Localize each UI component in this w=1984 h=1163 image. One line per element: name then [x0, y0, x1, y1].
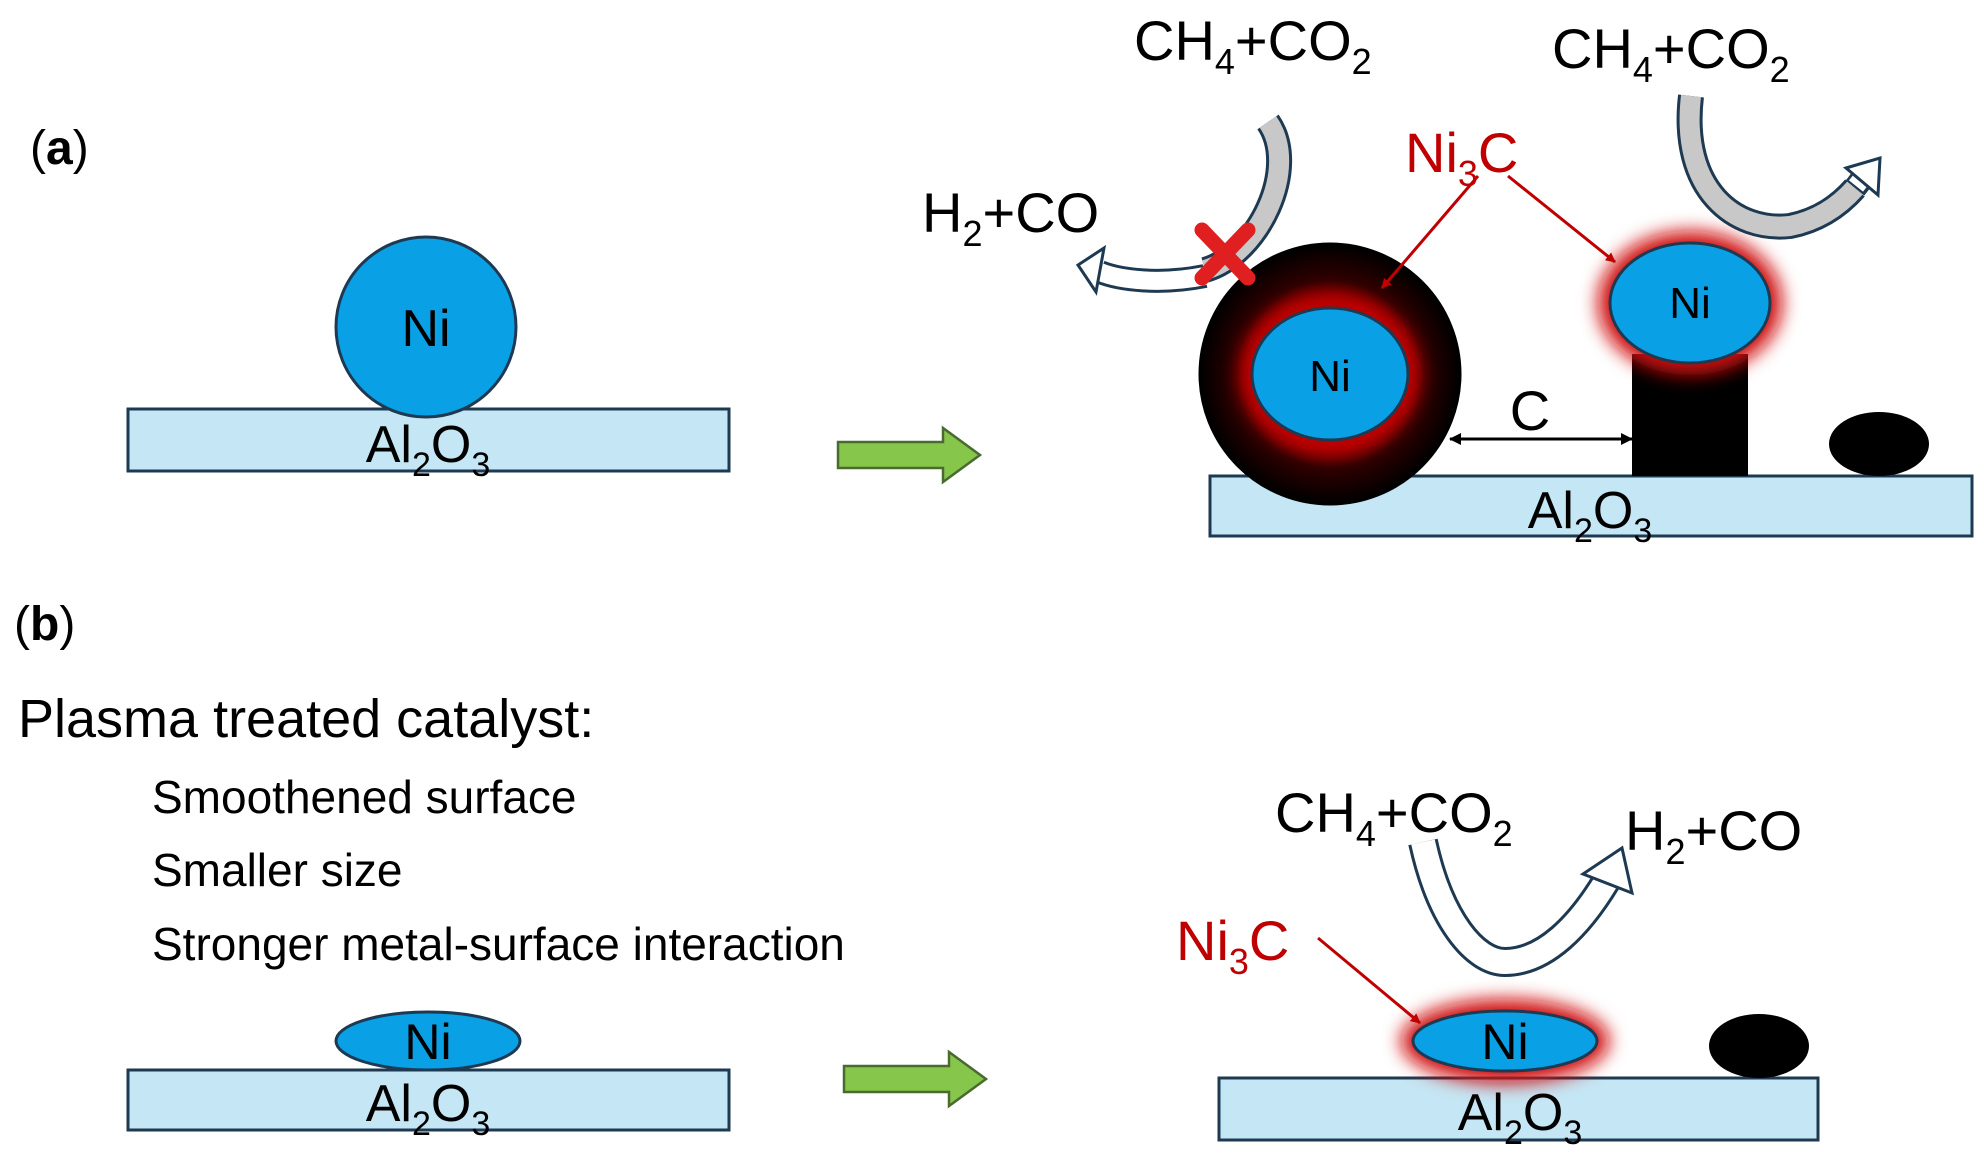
- carbon-pillar-label: C: [1670, 389, 1710, 452]
- ni-core-encapsulated: [1250, 306, 1410, 442]
- plasma-heading: Plasma treated catalyst:: [18, 689, 594, 749]
- carbon-deposit-label-b: C: [1740, 1020, 1778, 1078]
- reaction-arrow-right-head: [1842, 155, 1882, 199]
- reactant-label-b: CH4+CO2: [1275, 781, 1513, 854]
- alumina-support-b-before: [126, 1068, 731, 1132]
- carbon-deposit-b: [1709, 1014, 1809, 1078]
- reaction-arrow-b-head: [1579, 845, 1635, 896]
- ni-label-lifted: Ni: [1669, 279, 1711, 328]
- product-label-b: H2+CO: [1625, 799, 1802, 872]
- ni-label-b-before: Ni: [404, 1014, 451, 1070]
- panel-b-label: (b): [14, 598, 75, 651]
- ni-label-a-before: Ni: [401, 300, 450, 358]
- blocked-x-marker: [1194, 222, 1256, 286]
- ni-particle-b-before: [334, 1010, 522, 1072]
- feature-item-1: Smoothened surface: [152, 771, 577, 823]
- support-label-b-before: Al2O3: [366, 1075, 491, 1143]
- carbide-pointer-encapsulated: [1380, 175, 1480, 289]
- ni-particle-b-after: [1411, 1009, 1599, 1073]
- product-label-a: H2+CO: [922, 181, 1099, 254]
- process-arrow-a: [836, 425, 983, 485]
- ni-particle-a-before: [334, 235, 518, 419]
- reaction-arrow-right: [1679, 94, 1863, 237]
- carbon-deposit-label-a: C: [1860, 418, 1898, 476]
- carbide-pointer-lifted: [1507, 174, 1616, 264]
- reaction-arrow-b: [1411, 839, 1618, 975]
- carbide-pointer-b: [1317, 936, 1421, 1025]
- support-label-a-before: Al2O3: [366, 416, 491, 484]
- product-arrow-left-head: [1075, 244, 1107, 296]
- reactant-label-a-left: CH4+CO2: [1134, 9, 1372, 82]
- panel-a-label: (a): [30, 122, 89, 175]
- carbon-gap-label: C: [1510, 379, 1550, 442]
- carbide-label-b: Ni3C: [1176, 909, 1289, 982]
- support-label-a-after: Al2O3: [1528, 482, 1653, 550]
- feature-item-2: Smaller size: [152, 844, 403, 896]
- support-label-b-after: Al2O3: [1458, 1084, 1583, 1152]
- ni-label-encapsulated: Ni: [1309, 352, 1351, 401]
- process-arrow-b: [842, 1049, 989, 1109]
- ni-particle-lifted: [1608, 241, 1772, 365]
- carbide-label-a: Ni3C: [1405, 121, 1518, 194]
- product-arrow-left: [1096, 263, 1207, 290]
- reactant-label-a-right: CH4+CO2: [1552, 17, 1790, 90]
- ni-label-b-after: Ni: [1481, 1014, 1528, 1070]
- carbon-deposit-a: [1829, 412, 1929, 476]
- alumina-support-a-before: [126, 407, 731, 473]
- feature-item-3: Stronger metal-surface interaction: [152, 918, 845, 970]
